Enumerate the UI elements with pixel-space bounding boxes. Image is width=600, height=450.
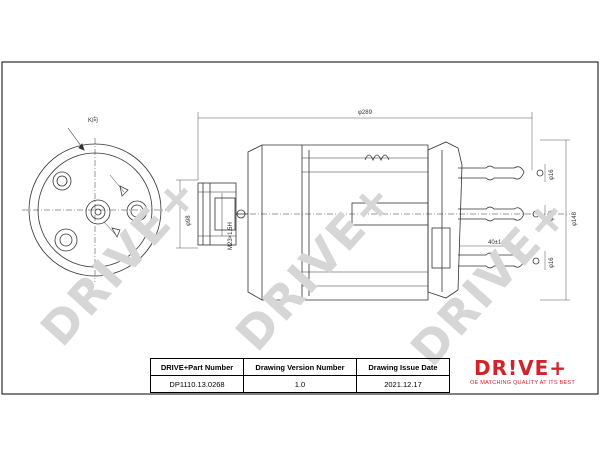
dimension-lines bbox=[176, 112, 570, 301]
title-block: DRIVE+Part Number Drawing Version Number… bbox=[150, 358, 450, 393]
dim-body-height: φ98 bbox=[186, 215, 192, 226]
part-number-value: DP1110.13.0268 bbox=[150, 375, 244, 393]
dim-left-thread: M23×1.5H bbox=[228, 222, 234, 250]
header-version: Drawing Version Number bbox=[243, 358, 357, 376]
dim-top-outlet: φ16 bbox=[549, 169, 555, 180]
version-value: 1.0 bbox=[243, 375, 357, 393]
issue-date-value: 2021.12.17 bbox=[356, 375, 450, 393]
drive-logo: DR!VE+ OE MATCHING QUALITY AT ITS BEST bbox=[468, 356, 586, 390]
view-label: K向 bbox=[88, 116, 98, 124]
logo-tagline: OE MATCHING QUALITY AT ITS BEST bbox=[470, 380, 575, 386]
drawing-border bbox=[1, 61, 599, 395]
title-block-header-row: DRIVE+Part Number Drawing Version Number… bbox=[150, 358, 450, 376]
header-part-number: DRIVE+Part Number bbox=[150, 358, 244, 376]
end-view bbox=[22, 127, 168, 282]
header-issue-date: Drawing Issue Date bbox=[356, 358, 450, 376]
dim-overall-length: φ289 bbox=[358, 110, 373, 116]
side-view bbox=[197, 141, 570, 301]
dim-middle-outlet: φ16 bbox=[549, 210, 555, 221]
logo-text: DR!VE+ bbox=[474, 356, 568, 380]
dim-bottom-outlet: φ16 bbox=[549, 257, 555, 268]
title-block-value-row: DP1110.13.0268 1.0 2021.12.17 bbox=[150, 375, 450, 393]
dim-small-offset: 40±1 bbox=[488, 240, 502, 246]
dim-right-height: φ148 bbox=[572, 211, 578, 226]
